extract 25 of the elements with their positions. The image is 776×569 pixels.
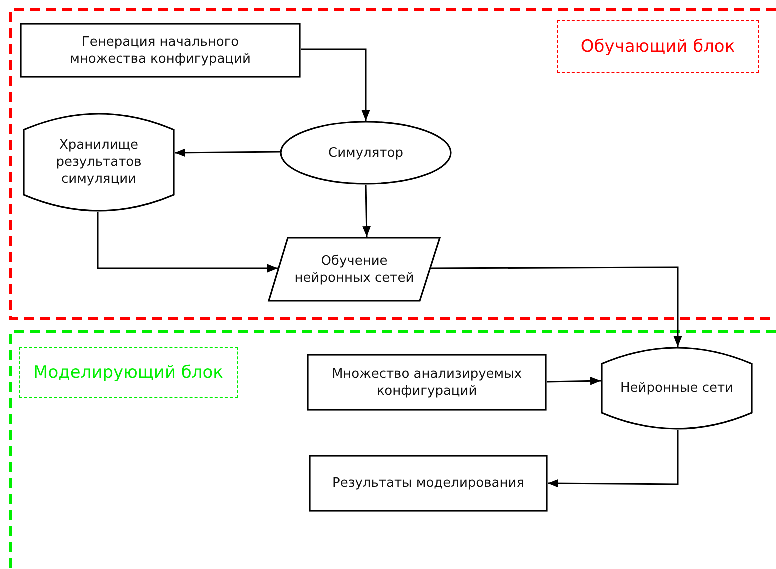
arrow	[362, 184, 371, 238]
block-title: Моделирующий блок	[19, 347, 238, 398]
node-label: Множество анализируемых конфигураций	[330, 366, 524, 400]
node-label: Симулятор	[328, 144, 404, 162]
process-box	[309, 455, 548, 512]
process-ellipse	[280, 121, 452, 185]
data-parallelogram	[268, 237, 441, 302]
node-label: Обучение нейронных сетей	[294, 252, 416, 286]
arrow	[546, 377, 602, 386]
dashed-region	[9, 8, 776, 320]
node-label: Результаты моделирования	[332, 475, 525, 492]
node-label: Хранилище результатов симуляции	[55, 137, 143, 188]
arrow	[301, 48, 370, 121]
node-label: Нейронные сети	[620, 380, 734, 397]
process-box	[20, 23, 301, 78]
storage-shape	[23, 113, 175, 212]
arrow	[175, 148, 280, 158]
arrow	[548, 430, 679, 488]
dashed-region	[9, 330, 776, 569]
arrow	[431, 266, 682, 347]
block-title: Обучающий блок	[557, 20, 759, 73]
storage-shape	[601, 347, 753, 430]
arrow	[97, 212, 278, 273]
process-box	[307, 354, 547, 411]
node-label: Генерация начального множества конфигураций	[69, 34, 252, 68]
